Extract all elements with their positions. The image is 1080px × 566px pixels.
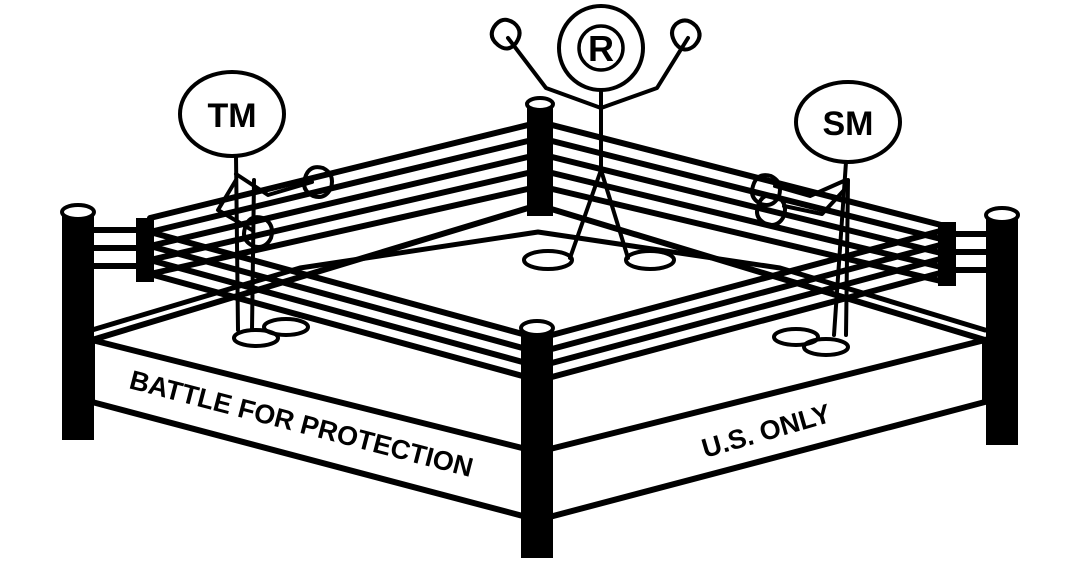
service-mark-glove-lower-icon: [755, 193, 787, 227]
left-corner-post: [60, 203, 154, 440]
front-corner-post: [519, 319, 555, 558]
trademark-glove-lower-icon: [242, 215, 274, 249]
right-glove-icon: [670, 18, 702, 52]
back-ropes: [147, 121, 948, 285]
service-mark-label: SM: [823, 105, 874, 143]
registered-mark-label: R: [588, 28, 614, 69]
left-glove-icon: [489, 17, 522, 51]
character-registered: R: [489, 4, 702, 271]
trademark-label: TM: [207, 97, 256, 135]
trademark-glove-upper-icon: [302, 165, 334, 199]
front-ropes: [147, 227, 947, 381]
right-corner-post: [938, 206, 1020, 445]
